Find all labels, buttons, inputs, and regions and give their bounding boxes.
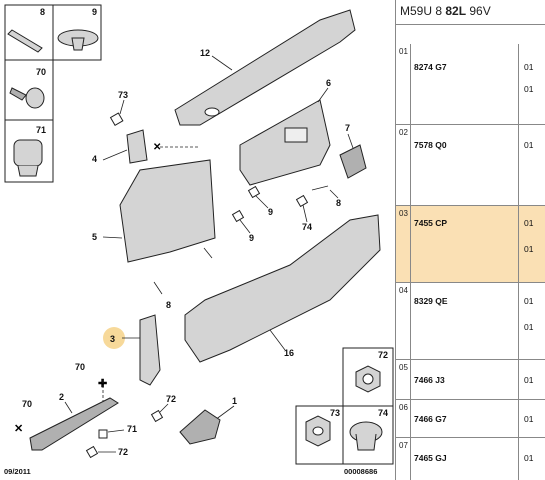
row-ref[interactable]: 7578 Q0 (414, 140, 447, 150)
row-index: 01 (399, 47, 408, 56)
callout-2: 2 (59, 392, 64, 402)
parts-row-04[interactable]: 04 8329 QE 01 01 (396, 283, 545, 360)
row-qty: 01 (524, 453, 534, 463)
callout-70-b: 70 (75, 362, 85, 372)
header-bold: 82L (445, 4, 467, 18)
callout-1: 1 (232, 396, 237, 406)
clip-icon (13, 139, 43, 167)
inset-boxes-right (295, 347, 394, 465)
callout-4: 4 (92, 154, 97, 164)
clip-strip-icon (7, 29, 43, 53)
highlight-callout-3 (103, 327, 125, 349)
callout-73: 73 (118, 90, 128, 100)
callout-72-c: 72 (166, 394, 176, 404)
row-qty2: 01 (524, 322, 534, 332)
callout-74-inset: 74 (378, 408, 388, 418)
callout-70-c: 70 (22, 399, 32, 409)
parts-row-01[interactable]: 01 8274 G7 01 01 (396, 44, 545, 125)
part-5-side-panel (119, 159, 216, 263)
callout-73-inset: 73 (330, 408, 340, 418)
row-index: 06 (399, 403, 408, 412)
callout-8-inset: 8 (40, 7, 45, 17)
row-qty: 01 (524, 375, 534, 385)
part-2-sill-trim (29, 397, 119, 451)
callout-7: 7 (345, 123, 350, 133)
row-ref[interactable]: 7466 J3 (414, 375, 445, 385)
row-ref[interactable]: 8274 G7 (414, 62, 447, 72)
parts-row-06[interactable]: 06 7466 G7 01 (396, 400, 545, 438)
callout-6: 6 (326, 78, 331, 88)
callout-74: 74 (302, 222, 312, 232)
drawing-number: 00008686 (344, 467, 377, 476)
row-qty: 01 (524, 414, 534, 424)
part-6-side-panel (239, 99, 331, 186)
svg-text:✕: ✕ (14, 423, 23, 435)
inset-boxes-left (4, 4, 102, 183)
parts-list-panel: M59U 8 82L 96V 01 8274 G7 01 01 02 7578 … (395, 0, 545, 480)
screw-icon (9, 87, 27, 101)
date-code: 09/2011 (4, 467, 31, 476)
callout-5: 5 (92, 232, 97, 242)
row-index: 03 (399, 209, 408, 218)
row-qty2: 01 (524, 244, 534, 254)
parts-row-07[interactable]: 07 7465 GJ 01 (396, 438, 545, 480)
part-16-lower-trim (184, 214, 381, 363)
row-index: 04 (399, 286, 408, 295)
callout-16: 16 (284, 348, 294, 358)
callout-72-inset: 72 (378, 350, 388, 360)
header-suffix: 96V (466, 4, 491, 18)
row-index: 07 (399, 441, 408, 450)
callout-9-inset: 9 (92, 7, 97, 17)
callout-70-inset: 70 (36, 67, 46, 77)
callout-9-c: 9 (249, 233, 254, 243)
parts-row-02[interactable]: 02 7578 Q0 01 (396, 125, 545, 206)
row-ref[interactable]: 7465 GJ (414, 453, 447, 463)
callout-12: 12 (200, 48, 210, 58)
row-index: 02 (399, 128, 408, 137)
callout-72-b: 72 (118, 447, 128, 457)
callout-3: 3 (110, 334, 115, 344)
svg-text:✚: ✚ (98, 378, 107, 390)
row-ref[interactable]: 8329 QE (414, 296, 448, 306)
callout-9-b: 9 (268, 207, 273, 217)
row-qty: 01 (524, 140, 534, 150)
part-1-handle-trim (179, 409, 221, 445)
row-ref[interactable]: 7466 G7 (414, 414, 447, 424)
row-index: 05 (399, 363, 408, 372)
row-qty2: 01 (524, 84, 534, 94)
part-12-upper-trim (174, 9, 356, 126)
callout-71-b: 71 (127, 424, 137, 434)
row-qty: 01 (524, 296, 534, 306)
row-ref[interactable]: 7455 CP (414, 218, 448, 228)
parts-row-05[interactable]: 05 7466 J3 01 (396, 360, 545, 400)
callout-8-b: 8 (336, 198, 341, 208)
parts-row-03[interactable]: 03 7455 CP 01 01 (396, 206, 545, 283)
callout-8-c: 8 (166, 300, 171, 310)
panel-header: M59U 8 82L 96V (396, 0, 545, 25)
part-4-bracket (126, 129, 148, 164)
part-7-vent (339, 144, 367, 179)
row-qty: 01 (524, 62, 534, 72)
part-3-pillar-trim (139, 314, 161, 386)
svg-text:✕: ✕ (153, 142, 161, 153)
header-prefix: M59U 8 (400, 4, 446, 18)
parts-exploded-diagram: 8 9 70 71 12 6 7 73 4 ✕ 5 9 9 74 8 (4, 4, 394, 476)
callout-71-inset: 71 (36, 125, 46, 135)
row-qty: 01 (524, 218, 534, 228)
